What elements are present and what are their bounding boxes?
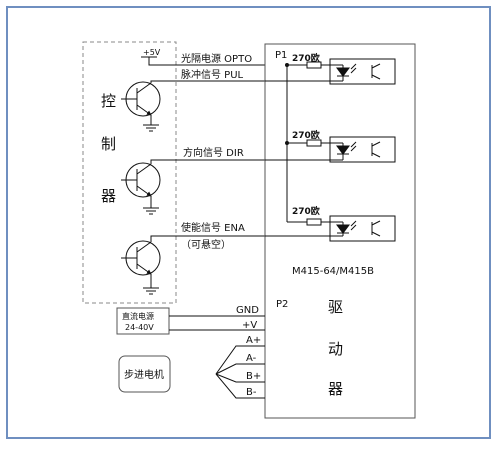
- power-supply-line1: 直流电源: [122, 311, 154, 321]
- pin-b-plus: B+: [246, 371, 261, 382]
- transistor-pul: [121, 81, 161, 132]
- opto-channel-2: [287, 136, 396, 163]
- controller-title-char-3: 器: [101, 187, 116, 205]
- motor-wires: [215, 345, 265, 399]
- pin-b-minus: B-: [246, 387, 257, 398]
- transistor-ena: [121, 240, 161, 295]
- signal-label-pul: 脉冲信号 PUL: [181, 68, 244, 81]
- pin-a-plus: A+: [246, 335, 261, 346]
- ena-wire: [150, 235, 265, 242]
- driver-title-char-3: 器: [328, 380, 343, 398]
- supply-label: +5V: [143, 48, 161, 57]
- driver-model: M415-64/M415B: [292, 266, 374, 277]
- signal-label-ena: 使能信号 ENA: [181, 221, 245, 234]
- resistor-label-2: 270欧: [292, 129, 320, 141]
- pin-vplus: +V: [242, 320, 257, 331]
- pin-gnd: GND: [236, 305, 259, 316]
- opto-channel-1: [287, 58, 396, 85]
- dir-wire: [150, 159, 265, 164]
- p2-label: P2: [276, 299, 288, 310]
- p1-label: P1: [275, 50, 287, 61]
- transistor-dir: [121, 162, 161, 215]
- driver-box: [264, 43, 416, 419]
- pul-wire: [150, 80, 265, 83]
- power-supply-line2: 24-40V: [125, 323, 154, 332]
- motor-label: 步进电机: [124, 368, 164, 381]
- power-supply-box: [116, 307, 170, 335]
- controller-title-char-2: 制: [101, 135, 116, 153]
- ena-note: （可悬空）: [181, 238, 231, 251]
- controller-box: [82, 41, 177, 304]
- driver-title-char-1: 驱: [328, 298, 343, 316]
- opto-wire: [148, 57, 287, 66]
- controller-title-char-1: 控: [101, 92, 116, 110]
- signal-label-opto: 光隔电源 OPTO: [181, 52, 252, 65]
- opto-channel-3: [287, 215, 396, 242]
- resistor-label-1: 270欧: [292, 52, 320, 64]
- driver-title-char-2: 动: [328, 340, 343, 358]
- pin-a-minus: A-: [246, 353, 257, 364]
- signal-label-dir: 方向信号 DIR: [183, 146, 244, 159]
- motor-box: [118, 355, 171, 393]
- resistor-label-3: 270欧: [292, 205, 320, 217]
